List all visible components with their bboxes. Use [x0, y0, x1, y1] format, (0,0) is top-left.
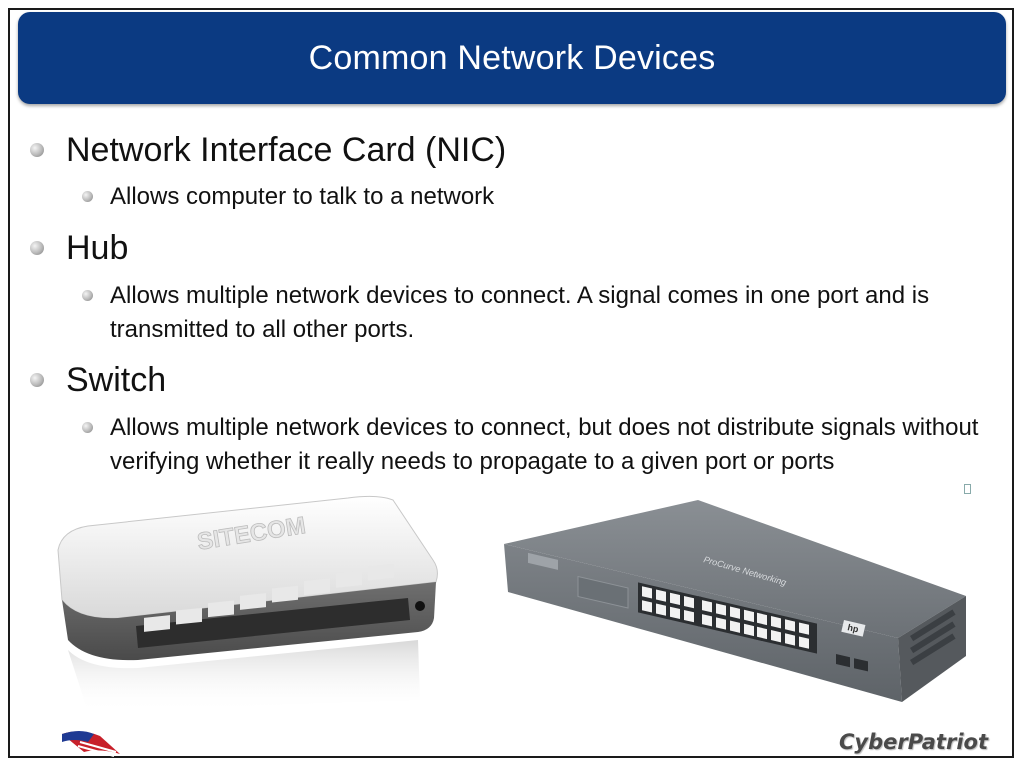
switch-logo: hp	[847, 622, 860, 634]
bullet-nic: Network Interface Card (NIC)	[30, 130, 506, 170]
placeholder-icon	[964, 484, 971, 494]
sub-bullet-nic: Allows computer to talk to a network	[82, 180, 990, 214]
sub-bullet-icon	[82, 191, 93, 202]
sub-bullet-icon	[82, 290, 93, 301]
title-bar: Common Network Devices	[18, 12, 1006, 104]
bullet-heading: Hub	[66, 229, 129, 267]
slide-title: Common Network Devices	[308, 38, 716, 77]
sub-bullet-text: Allows multiple network devices to conne…	[110, 282, 930, 343]
footer-brand: CyberPatriot	[838, 730, 988, 754]
bullet-heading: Network Interface Card (NIC)	[66, 131, 507, 169]
bullet-icon	[30, 373, 44, 387]
bullet-heading: Switch	[66, 361, 167, 399]
sub-bullet-hub: Allows multiple network devices to conne…	[82, 279, 990, 347]
switch-image: hp ProCurve Networking	[504, 500, 966, 702]
bullet-hub: Hub	[30, 228, 128, 268]
sub-bullet-text: Allows computer to talk to a network	[110, 183, 495, 210]
bullet-icon	[30, 241, 44, 255]
bullet-icon	[30, 143, 44, 157]
sub-bullet-switch: Allows multiple network devices to conne…	[82, 411, 990, 479]
bullet-switch: Switch	[30, 360, 166, 400]
sub-bullet-text: Allows multiple network devices to conne…	[110, 414, 979, 475]
hub-image: SITECOM	[57, 495, 438, 712]
flag-logo	[62, 731, 120, 757]
sub-bullet-icon	[82, 422, 93, 433]
